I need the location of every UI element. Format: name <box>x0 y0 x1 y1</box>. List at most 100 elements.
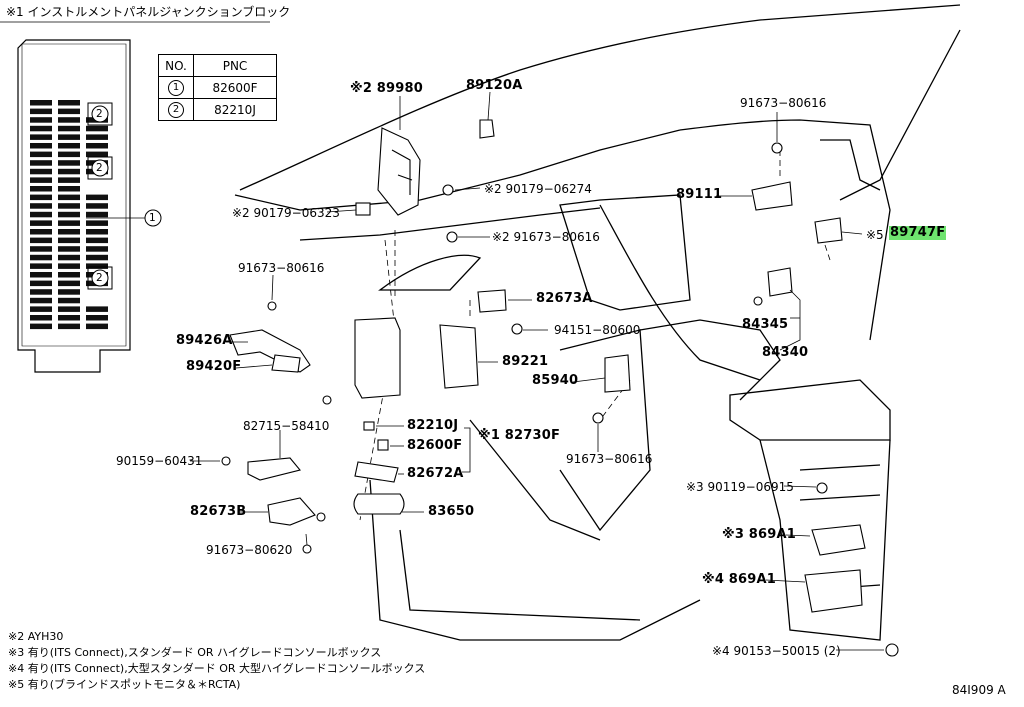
part-label-highlighted[interactable]: 89747F <box>889 225 947 240</box>
part-label[interactable]: 91673−80620 <box>206 543 293 557</box>
fuse-slot <box>30 246 52 252</box>
table-header-no: NO. <box>158 54 194 77</box>
fuse-slot <box>86 246 108 252</box>
fuse-slot <box>86 134 108 140</box>
fuse-slot <box>58 306 80 312</box>
part-label[interactable]: 89420F <box>186 359 242 374</box>
fuse-slot <box>30 203 52 209</box>
fuse-slot <box>86 151 108 158</box>
fuse-slot <box>58 177 80 183</box>
footnote: ※5 有り(ブラインドスポットモニタ＆＊RCTA) <box>8 678 241 691</box>
fuse-slot <box>86 237 108 244</box>
fuse-slot <box>30 272 52 278</box>
part-label[interactable]: 89111 <box>676 187 723 202</box>
part-label[interactable]: 89426A <box>176 333 233 348</box>
part-label[interactable]: 82673A <box>536 291 593 306</box>
fuse-slot <box>30 143 52 149</box>
part-label[interactable]: 91673−80616 <box>740 96 827 110</box>
leader-lines <box>190 91 884 651</box>
part-label[interactable]: 91673−80616 <box>566 452 653 466</box>
fuse-slot <box>58 263 80 269</box>
fuse-slot <box>30 134 52 140</box>
fuse-slot <box>86 143 108 149</box>
part-label[interactable]: 94151−80600 <box>554 323 641 337</box>
fuse-slot <box>86 306 108 312</box>
part-label[interactable]: 89120A <box>466 78 523 93</box>
fuse-slot <box>58 100 80 106</box>
fuse-callout: 2 <box>96 272 103 284</box>
table-row: 2 82210J <box>158 98 277 121</box>
table-cell-pnc: 82210J <box>193 98 277 121</box>
part-label[interactable]: 82672A <box>407 466 464 481</box>
part-label[interactable]: ※2 91673−80616 <box>492 230 600 244</box>
fuse-slot <box>30 323 52 330</box>
fuse-slot <box>58 289 80 295</box>
fuse-slot <box>86 315 108 321</box>
part-label[interactable]: ※1 82730F <box>478 428 561 443</box>
fuse-slot <box>58 168 80 175</box>
part-label[interactable]: ※3 869A1 <box>722 527 797 542</box>
fuse-slot <box>58 134 80 140</box>
part-label[interactable]: 82600F <box>407 438 463 453</box>
fuse-slot <box>58 246 80 252</box>
fuse-slot <box>58 194 80 201</box>
fuse-slot <box>30 160 52 166</box>
table-row-number: 1 <box>168 80 184 96</box>
fuse-slot <box>30 306 52 312</box>
fuse-slot <box>86 211 108 218</box>
part-label[interactable]: 82715−58410 <box>243 419 330 433</box>
pnc-table: NO. PNC 1 82600F 2 82210J <box>158 54 277 121</box>
fuse-slot <box>86 220 108 226</box>
fuse-slot <box>30 151 52 158</box>
instrument-panel-outline <box>234 4 961 641</box>
fuse-callout: 1 <box>149 212 156 224</box>
fuse-slot <box>30 100 52 106</box>
part-label[interactable]: ※4 869A1 <box>702 572 777 587</box>
table-cell-no: 2 <box>158 98 194 121</box>
pnc-table-header: NO. PNC <box>158 54 277 77</box>
part-label[interactable]: ※2 90179−06323 <box>232 206 340 220</box>
fuse-slot <box>30 289 52 295</box>
fuse-slot <box>30 186 52 192</box>
table-row: 1 82600F <box>158 76 277 99</box>
fuse-slot <box>30 117 52 123</box>
fuse-slot <box>30 211 52 218</box>
part-label[interactable]: ※2 89980 <box>350 81 424 96</box>
diagram-id: 84I909 A <box>952 683 1006 697</box>
fuse-slot <box>30 177 52 183</box>
fuse-slot <box>86 263 108 269</box>
fuse-slot <box>58 143 80 149</box>
part-label[interactable]: 84340 <box>762 345 809 360</box>
fuse-slot <box>58 280 80 287</box>
fuse-slot <box>58 117 80 123</box>
junction-block-note: ※1 インストルメントパネルジャンクションブロック <box>6 5 291 19</box>
fuse-slot <box>30 220 52 226</box>
footnote: ※2 AYH30 <box>8 630 64 643</box>
fuse-slot <box>30 237 52 244</box>
part-label[interactable]: 90159−60431 <box>116 454 203 468</box>
part-label[interactable]: 89221 <box>502 354 549 369</box>
part-label[interactable]: 91673−80616 <box>238 261 325 275</box>
part-label[interactable]: ※4 90153−50015 (2) <box>712 644 841 658</box>
footnote: ※3 有り(ITS Connect),スタンダード OR ハイグレードコンソール… <box>8 646 382 659</box>
part-label-prefix: ※5 <box>866 228 884 242</box>
part-label[interactable]: 84345 <box>742 317 789 332</box>
fuse-slot <box>30 229 52 235</box>
fuse-slot <box>58 297 80 304</box>
fuse-slot <box>30 125 52 132</box>
fuse-slot <box>86 125 108 132</box>
fuse-slot <box>58 237 80 244</box>
fuse-slot <box>86 323 108 330</box>
part-label[interactable]: ※3 90119−06915 <box>686 480 794 494</box>
part-label[interactable]: 82673B <box>190 504 247 519</box>
part-label[interactable]: 85940 <box>532 373 579 388</box>
fuse-slot <box>58 323 80 330</box>
part-label[interactable]: ※2 90179−06274 <box>484 182 592 196</box>
fuse-slot <box>30 108 52 115</box>
fuse-slot <box>30 168 52 175</box>
part-label[interactable]: 82210J <box>407 418 459 433</box>
part-label[interactable]: 83650 <box>428 504 475 519</box>
fuse-slot <box>86 203 108 209</box>
footnote: ※4 有り(ITS Connect),大型スタンダード OR 大型ハイグレードコ… <box>8 662 426 675</box>
